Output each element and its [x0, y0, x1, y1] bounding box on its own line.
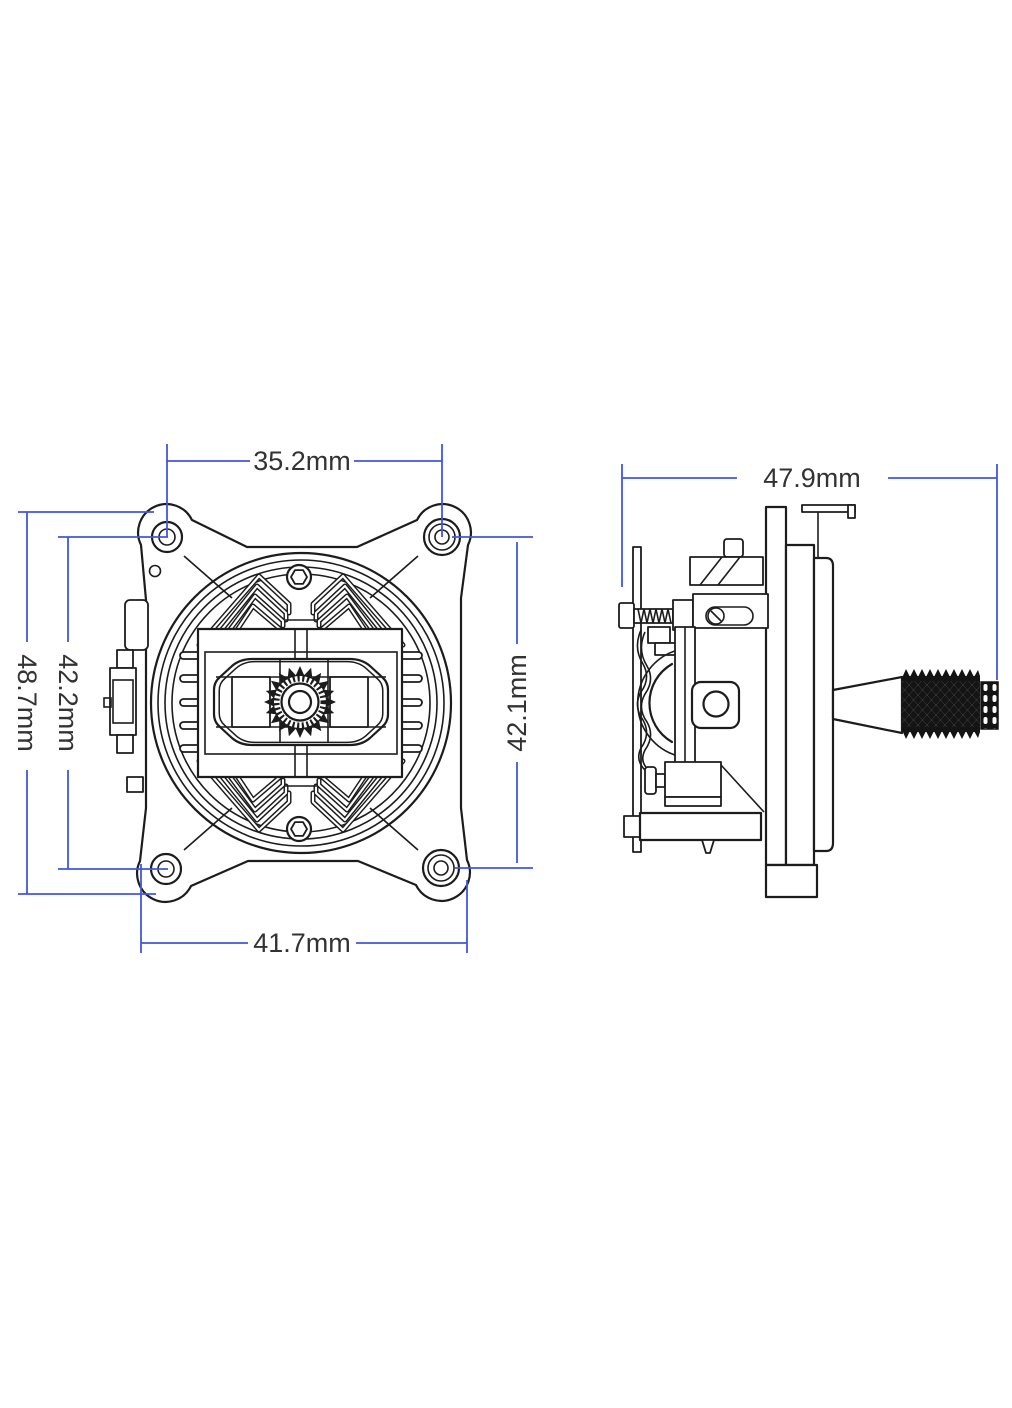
front-view-drawing — [103, 503, 472, 903]
hex-screw-top — [285, 563, 313, 591]
dimension-labels: 35.2mm 48.7mm 42.2mm 42.1mm 41.7mm 47.9m… — [12, 446, 861, 958]
pcb-plate — [632, 546, 652, 853]
dim-overall-depth: 47.9mm — [763, 463, 861, 493]
dim-left-hole-spacing: 42.2mm — [53, 654, 83, 752]
side-tabs — [103, 599, 149, 793]
center-gear — [264, 666, 336, 738]
lower-bracket — [623, 761, 765, 854]
dim-top-hole-spacing: 35.2mm — [253, 446, 351, 476]
dim-overall-width: 41.7mm — [253, 928, 351, 958]
face-plates — [764, 504, 856, 899]
stick-end-cap — [980, 681, 999, 730]
hole-bottom-right — [421, 848, 461, 888]
upper-bracket — [647, 538, 769, 656]
tension-screw — [618, 599, 694, 631]
dim-overall-height: 48.7mm — [12, 654, 42, 752]
stick-cone — [831, 675, 904, 735]
spring-chevrons — [199, 576, 403, 830]
dimension-annotations — [18, 444, 998, 953]
stick-knurl-grip — [902, 676, 980, 732]
dim-right-hole-spacing: 42.1mm — [502, 654, 532, 752]
pilot-hole — [148, 564, 162, 578]
joystick-stick — [831, 669, 999, 739]
side-view-drawing — [618, 504, 999, 899]
gimbal-ball — [636, 626, 741, 764]
hex-screw-bottom — [285, 815, 313, 843]
